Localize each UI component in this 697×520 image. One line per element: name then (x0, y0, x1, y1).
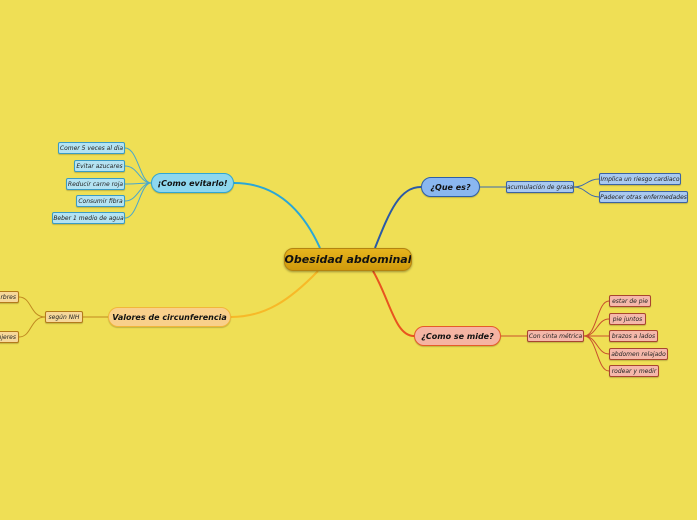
subtopic-evitar-azucares[interactable]: Evitar azucares (74, 160, 125, 172)
subtopic-label: pie juntos (612, 315, 643, 323)
subtopic-label: rbres (0, 293, 16, 301)
subtopic-label: abdomen relajado (611, 350, 666, 358)
subtopic-riesgo-cardiaco[interactable]: Implica un riesgo cardiaco (599, 173, 681, 185)
subtopic-reducir-carne[interactable]: Reducir carne roja (66, 178, 125, 190)
subtopic-acumulacion-grasa[interactable]: acumulación de grasa (506, 181, 574, 193)
subtopic-label: Con cinta métrica (528, 332, 583, 340)
subtopic-consumir-fibra[interactable]: Consumir fibra (76, 195, 125, 207)
subtopic-hombres[interactable]: rbres (0, 291, 19, 303)
subtopic-label: acumulación de grasa (506, 183, 574, 191)
topic-como-evitarlo[interactable]: ¡Como evitarlo! (151, 173, 234, 193)
topic-que-es[interactable]: ¿Que es? (421, 177, 480, 197)
topic-como-evitarlo-label: ¡Como evitarlo! (157, 178, 228, 188)
subtopic-label: Comer 5 veces al dia (59, 144, 124, 152)
subtopic-segun-nih[interactable]: según NIH (45, 311, 83, 323)
subtopic-label: según NIH (48, 313, 80, 321)
subtopic-label: rodear y medir (611, 367, 657, 375)
subtopic-label: estar de pie (612, 297, 648, 305)
topic-que-es-label: ¿Que es? (430, 182, 471, 192)
subtopic-cinta-metrica[interactable]: Con cinta métrica (527, 330, 584, 342)
subtopic-abdomen-relajado[interactable]: abdomen relajado (609, 348, 668, 360)
subtopic-mujeres[interactable]: ujeres (0, 331, 19, 343)
subtopic-otras-enfermedades[interactable]: Padecer otras enfermedades (599, 191, 688, 203)
central-topic-label: Obesidad abdominal (284, 253, 412, 266)
subtopic-label: Implica un riesgo cardiaco (600, 175, 680, 183)
link-center-que-es (374, 186, 422, 249)
link-center-como-evitarlo (233, 182, 321, 249)
subtopic-label: Consumir fibra (78, 197, 123, 205)
topic-valores-circunferencia[interactable]: Valores de circunferencia (108, 307, 231, 327)
topic-como-se-mide-label: ¿Como se mide? (421, 331, 494, 341)
subtopic-estar-de-pie[interactable]: estar de pie (609, 295, 651, 307)
topic-como-se-mide[interactable]: ¿Como se mide? (414, 326, 501, 346)
central-topic[interactable]: Obesidad abdominal (284, 248, 412, 271)
subtopic-label: Beber 1 medio de agua (53, 214, 124, 222)
topic-valores-label: Valores de circunferencia (112, 312, 227, 322)
subtopic-comer-5-veces[interactable]: Comer 5 veces al dia (58, 142, 125, 154)
subtopic-label: Reducir carne roja (67, 180, 124, 188)
subtopic-rodear-y-medir[interactable]: rodear y medir (609, 365, 659, 377)
subtopic-label: Padecer otras enfermedades (600, 193, 687, 201)
subtopic-pie-juntos[interactable]: pie juntos (609, 313, 646, 325)
subtopic-label: brazos a lados (611, 332, 656, 340)
subtopic-label: Evitar azucares (76, 162, 123, 170)
subtopic-brazos-a-lados[interactable]: brazos a lados (609, 330, 658, 342)
link-center-como-se-mide (372, 270, 415, 337)
subtopic-beber-agua[interactable]: Beber 1 medio de agua (52, 212, 125, 224)
subtopic-label: ujeres (0, 333, 16, 341)
link-center-valores (230, 270, 319, 318)
